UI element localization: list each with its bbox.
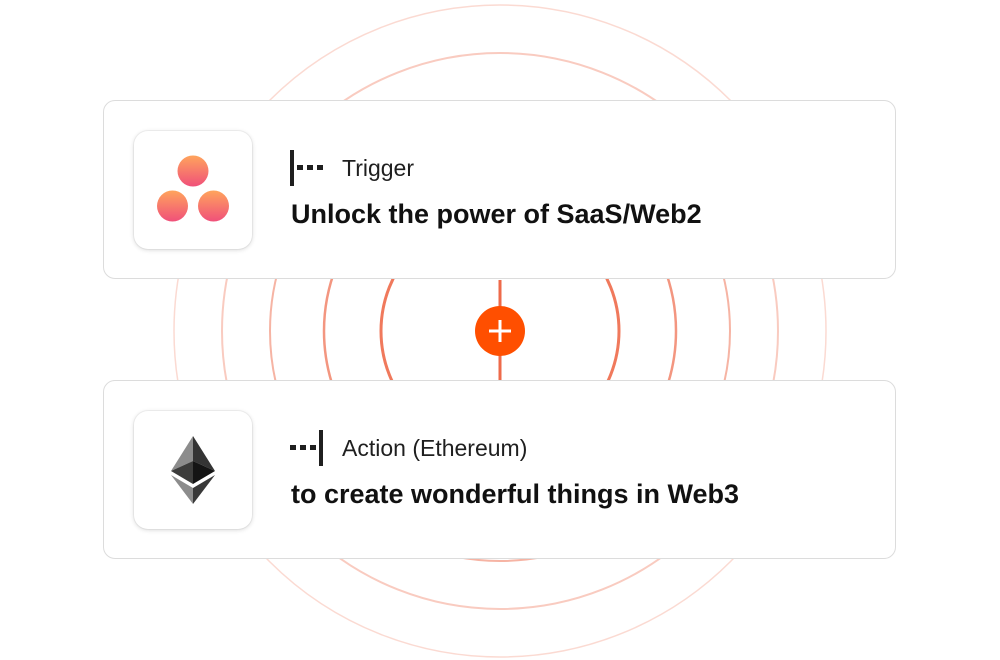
- trigger-step-icon: [290, 150, 323, 186]
- trigger-title: Unlock the power of SaaS/Web2: [291, 199, 702, 229]
- action-step-icon: [290, 430, 323, 466]
- action-app-tile: [134, 411, 252, 529]
- action-step-row: Action (Ethereum): [290, 430, 527, 466]
- trigger-app-tile: [134, 131, 252, 249]
- action-card[interactable]: Action (Ethereum) to create wonderful th…: [103, 380, 896, 559]
- trigger-step-row: Trigger: [290, 150, 414, 186]
- trigger-step-label: Trigger: [342, 154, 414, 181]
- ethereum-icon: [171, 436, 215, 504]
- asana-icon: [157, 155, 229, 222]
- plus-icon: [489, 320, 511, 342]
- add-step-button[interactable]: [475, 306, 525, 356]
- action-title: to create wonderful things in Web3: [291, 479, 740, 509]
- trigger-card[interactable]: Trigger Unlock the power of SaaS/Web2: [103, 100, 896, 279]
- action-step-label: Action (Ethereum): [342, 434, 528, 461]
